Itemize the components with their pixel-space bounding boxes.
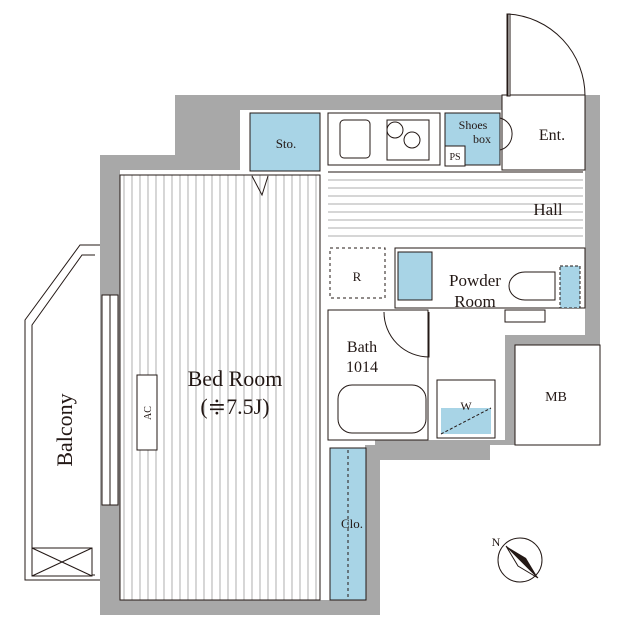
entrance-area — [501, 94, 586, 171]
shoes-box-label-2: box — [473, 132, 491, 146]
bath-label-2: 1014 — [346, 359, 378, 376]
balcony-label: Balcony — [52, 393, 77, 466]
ps-label: PS — [449, 152, 460, 163]
bath-door-swing — [383, 311, 430, 358]
washbasin — [397, 251, 433, 301]
powder-room-label-1: Powder — [449, 271, 501, 290]
bedroom-label: Bed Room — [188, 366, 283, 391]
powder-room-label-2: Room — [454, 292, 496, 311]
compass-north-label: N — [492, 535, 501, 549]
refrigerator-label: R — [353, 269, 362, 284]
meter-box-room — [514, 344, 601, 446]
stove-burner-icon — [403, 131, 421, 149]
ps-box — [444, 145, 466, 167]
toilet-icon — [508, 271, 556, 301]
air-conditioner — [136, 374, 158, 451]
bath-label-1: Bath — [347, 339, 377, 356]
storage-label: Sto. — [276, 136, 297, 151]
hall-label: Hall — [533, 200, 563, 219]
entrance-label: Ent. — [539, 127, 565, 144]
washer-label: W — [460, 399, 472, 413]
shoes-box-label-1: Shoes — [459, 118, 488, 132]
air-conditioner-label: AC — [143, 406, 154, 420]
balcony-outline — [24, 244, 100, 581]
bathtub — [337, 384, 427, 434]
north-arrow-icon: N — [492, 535, 543, 583]
meter-box-label: MB — [545, 390, 567, 405]
storage-room — [249, 112, 321, 172]
entrance-door-swing — [507, 13, 586, 97]
refrigerator-space — [329, 247, 386, 299]
kitchen-counter — [327, 112, 441, 166]
hall-floor — [328, 172, 583, 242]
toilet-tank — [559, 265, 581, 309]
bedroom-size-label: (≑7.5J) — [200, 394, 269, 419]
closet-label: Clo. — [341, 516, 363, 531]
sink-icon — [339, 119, 371, 159]
